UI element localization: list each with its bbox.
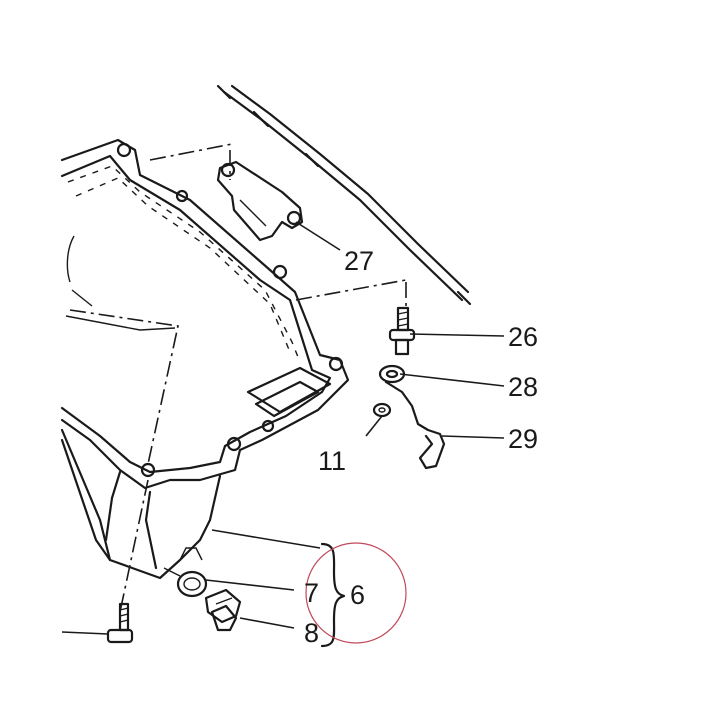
leader-lines <box>205 221 505 629</box>
callout-28: 28 <box>508 372 538 402</box>
group-brace <box>320 542 346 648</box>
callout-27: 27 <box>344 246 374 276</box>
callout-6: 6 <box>350 580 365 610</box>
callout-26: 26 <box>508 322 538 352</box>
stud-bolt-part-26 <box>388 306 416 356</box>
seal-ring-part-7 <box>163 567 208 598</box>
bracket-part-27 <box>216 160 304 242</box>
highlight-circle <box>305 542 407 644</box>
drain-plug-part-8 <box>204 588 242 632</box>
callout-7: 7 <box>304 578 319 608</box>
nut-part-11 <box>372 402 392 418</box>
wire-clip-part-29 <box>384 380 446 470</box>
dipstick-tube <box>216 84 472 306</box>
oil-pan <box>60 138 350 580</box>
callout-29: 29 <box>508 424 538 454</box>
callout-11: 11 <box>318 446 346 476</box>
bolt-lower-left <box>61 602 134 644</box>
callout-8: 8 <box>304 618 319 648</box>
assembly-centerlines <box>69 143 407 613</box>
